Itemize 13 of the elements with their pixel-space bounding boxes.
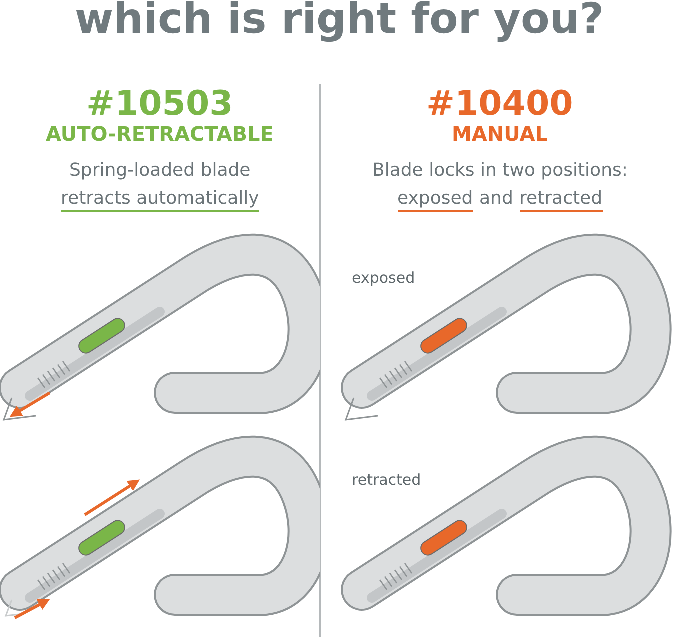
description: Spring-loaded blade: [70, 160, 251, 181]
state-label: retracted: [352, 471, 422, 489]
state-label: exposed: [352, 269, 416, 287]
description: retracted: [520, 188, 603, 212]
type-heading: AUTO-RETRACTABLE: [46, 122, 274, 146]
type-heading: MANUAL: [452, 122, 548, 146]
description: retracts automatically: [61, 188, 260, 212]
description: Blade locks in two positions:: [372, 160, 628, 181]
model-number: #10400: [426, 84, 574, 124]
title: which is right for you?: [74, 0, 606, 43]
model-number: #10503: [86, 84, 234, 124]
description: exposed: [398, 188, 474, 212]
description: and: [480, 188, 514, 209]
